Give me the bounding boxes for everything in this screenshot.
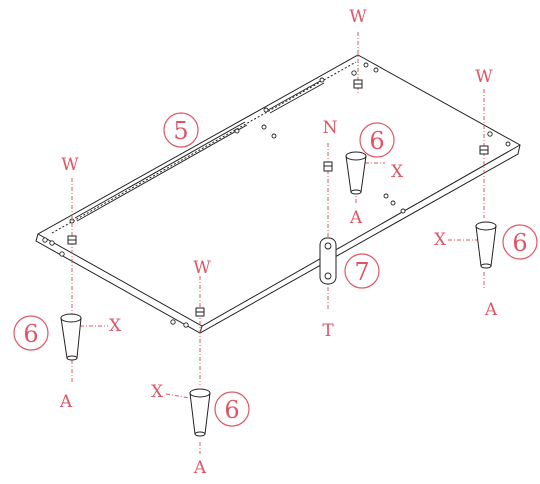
panel-holes (42, 62, 511, 328)
bolt-left (67, 235, 77, 245)
label-a-center: A (349, 208, 363, 228)
table-top-panel (35, 54, 521, 334)
part-6-circle-left (13, 315, 49, 351)
bolt-middle (323, 161, 333, 172)
label-x-front: X (151, 382, 164, 402)
label-w-right: W (475, 67, 493, 87)
part-6-circle-front (214, 391, 250, 427)
leg-right (475, 221, 497, 269)
label-n: N (323, 118, 338, 138)
leg-center (345, 151, 367, 195)
label-a-left: A (59, 392, 73, 412)
part-5-label: 5 (173, 117, 188, 145)
part-7-circle (344, 253, 380, 289)
label-a-right: A (484, 300, 498, 320)
label-x-left: X (109, 316, 122, 336)
part-7-label: 7 (354, 258, 369, 286)
part-6-label-right: 6 (512, 229, 527, 257)
bolt-right (479, 145, 489, 155)
label-t: T (322, 321, 334, 341)
label-x-center: X (391, 162, 404, 182)
bolt-front (195, 307, 205, 317)
part-6-circle-center (359, 122, 395, 158)
label-a-front: A (193, 458, 207, 478)
part-6-label-left: 6 (23, 320, 38, 348)
part-6-label-center: 6 (369, 127, 384, 155)
part-6-label-front: 6 (224, 396, 239, 424)
connector-plate (319, 237, 337, 285)
label-w-top: W (349, 7, 367, 27)
part-6-circle-right (502, 224, 538, 260)
panel-rail (74, 79, 325, 222)
label-w-left: W (61, 155, 79, 175)
leg-front (189, 388, 211, 437)
bolt-top (353, 79, 363, 89)
part-5-circle (163, 112, 199, 148)
label-w-front: W (193, 258, 211, 278)
leg-left (60, 313, 82, 361)
label-x-right: X (434, 230, 447, 250)
